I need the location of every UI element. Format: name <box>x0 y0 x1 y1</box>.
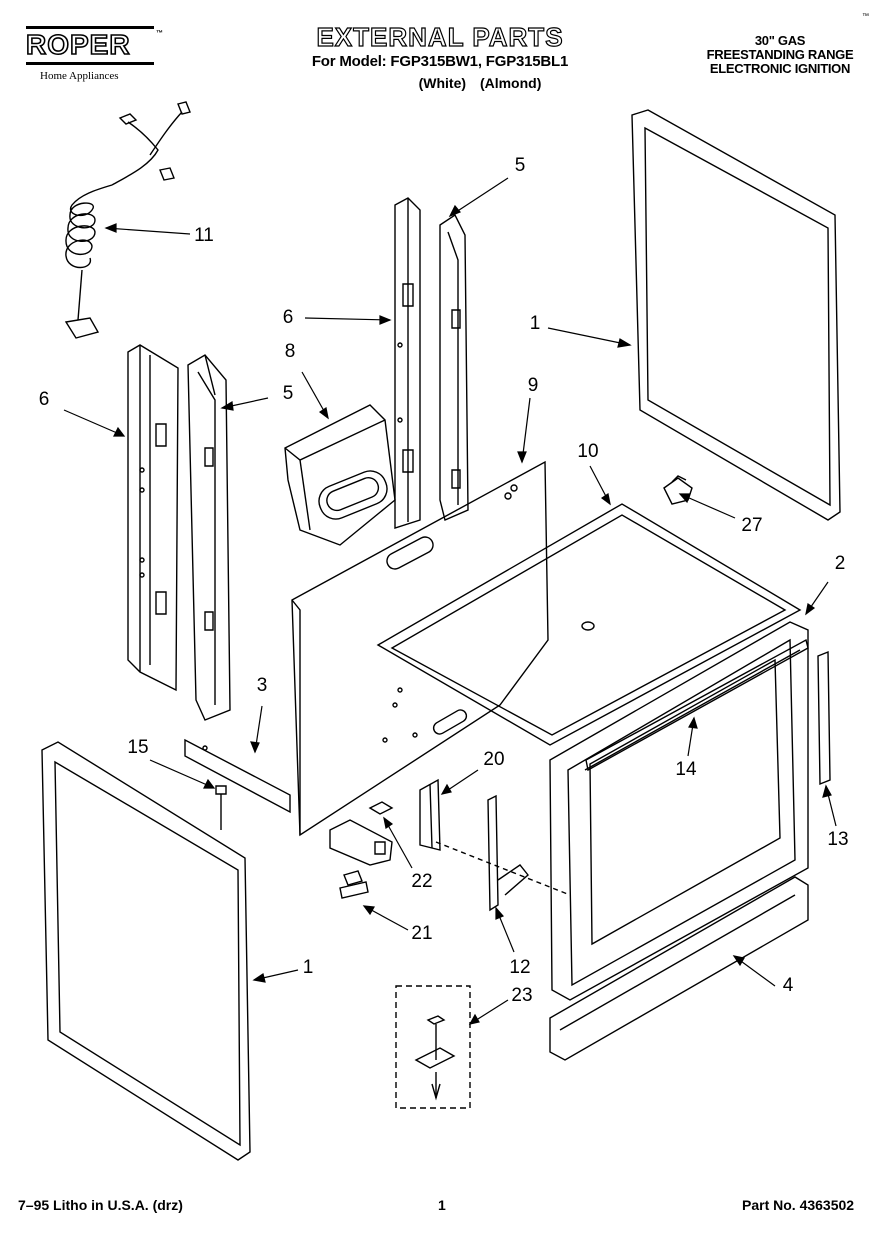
top-panel-part <box>378 504 800 745</box>
desc-line-3: ELECTRONIC IGNITION <box>709 61 851 76</box>
right-side-rail-part <box>395 198 420 528</box>
callout-label: 21 <box>411 923 433 944</box>
clip-part <box>370 802 392 814</box>
support-bracket-part <box>185 740 290 812</box>
corner-mark: ™ <box>862 13 869 20</box>
callout-label: 14 <box>675 759 697 780</box>
callout-label: 4 <box>782 975 794 996</box>
leader-lines <box>64 178 836 1024</box>
power-cord-part <box>66 102 190 338</box>
left-side-rail-part <box>128 345 178 690</box>
callout-label: 5 <box>514 155 526 176</box>
callout-label: 6 <box>282 307 294 328</box>
kick-plate-part <box>550 877 808 1060</box>
vent-duct-part <box>285 405 395 545</box>
roper-logo: ROPER ™ Home Appliances <box>25 26 166 86</box>
model-line: For Model: FGP315BW1, FGP315BL1 <box>311 53 569 70</box>
callout-label: 9 <box>527 375 539 396</box>
right-bracket-rail-part <box>440 215 468 520</box>
brand-name: ROPER <box>25 29 131 61</box>
page-number: 1 <box>438 1197 446 1213</box>
anti-tip-kit-part <box>396 986 470 1108</box>
model-colors: (White) (Almond) <box>390 75 570 91</box>
left-bracket-rail-part <box>188 355 230 720</box>
desc-line-2: FREESTANDING RANGE <box>706 47 854 62</box>
page-title: EXTERNAL PARTS <box>316 21 564 52</box>
callout-label: 1 <box>302 957 314 978</box>
print-info: 7–95 Litho in U.S.A. (drz) <box>18 1197 183 1213</box>
panel-bracket-part <box>420 780 440 850</box>
color-almond-label: (Almond) <box>479 75 542 91</box>
base-leg-part <box>330 820 392 865</box>
trim-strip-part <box>818 652 830 784</box>
product-description: 30" GAS FREESTANDING RANGE ELECTRONIC IG… <box>680 34 880 76</box>
callout-label: 1 <box>529 313 541 334</box>
callout-label: 22 <box>411 871 433 892</box>
callout-label: 20 <box>483 749 505 770</box>
callout-label: 13 <box>827 829 849 850</box>
callout-label: 5 <box>282 383 294 404</box>
leveling-leg-part <box>340 871 368 898</box>
callout-label: 15 <box>127 737 149 758</box>
hinge-bracket-part <box>488 796 528 910</box>
front-frame-part <box>550 622 808 1000</box>
alignment-dashed-line <box>436 842 570 895</box>
callout-label: 3 <box>256 675 268 696</box>
callout-label: 27 <box>741 515 763 536</box>
screw-part <box>216 786 226 830</box>
brand-subtitle: Home Appliances <box>40 70 119 82</box>
color-white-label: (White) <box>418 75 467 91</box>
left-door-frame-part <box>42 742 250 1160</box>
trim-bar-part <box>586 640 808 770</box>
brand-trademark: ™ <box>156 30 163 37</box>
callout-label: 23 <box>511 985 533 1006</box>
callout-label: 8 <box>284 341 296 362</box>
right-door-frame-part <box>632 110 840 520</box>
desc-line-1: 30" GAS <box>754 33 806 48</box>
callout-label: 11 <box>194 225 214 246</box>
callout-label: 2 <box>834 553 846 574</box>
part-number: Part No. 4363502 <box>742 1197 855 1213</box>
callout-label: 10 <box>577 441 599 462</box>
body-panel-part <box>292 462 548 835</box>
callout-label: 12 <box>509 957 531 978</box>
callout-label: 6 <box>38 389 50 410</box>
